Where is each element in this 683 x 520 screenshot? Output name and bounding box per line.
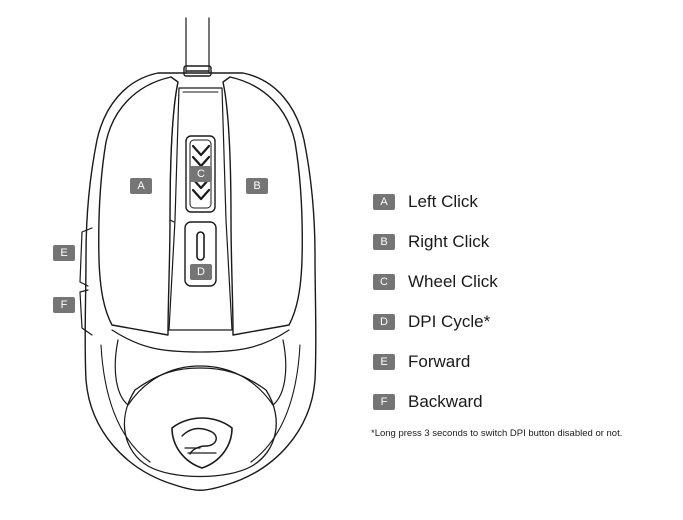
legend-item-left-click: A Left Click bbox=[373, 191, 478, 213]
mouse-cable bbox=[183, 17, 212, 77]
legend-item-backward: F Backward bbox=[373, 391, 483, 413]
legend-badge: B bbox=[373, 234, 395, 250]
dpi-button bbox=[184, 221, 217, 287]
legend-label: Right Click bbox=[408, 232, 490, 251]
legend-badge: E bbox=[373, 354, 395, 370]
callout-tag-c: C bbox=[190, 166, 212, 182]
cougar-logo-icon bbox=[171, 417, 233, 469]
callout-tag-a: A bbox=[130, 178, 152, 194]
legend-item-wheel-click: C Wheel Click bbox=[373, 271, 498, 293]
side-button-forward bbox=[79, 227, 93, 287]
legend-label: DPI Cycle* bbox=[408, 312, 491, 331]
legend-badge: C bbox=[373, 274, 395, 290]
legend-item-right-click: B Right Click bbox=[373, 231, 489, 253]
legend-label: Left Click bbox=[408, 192, 478, 211]
legend-item-forward: E Forward bbox=[373, 351, 470, 373]
right-button-outline bbox=[222, 76, 303, 336]
mouse-outer-shell bbox=[84, 72, 317, 491]
left-button-outline bbox=[98, 76, 179, 336]
legend-badge: D bbox=[373, 314, 395, 330]
legend-label: Forward bbox=[408, 352, 471, 371]
legend-label: Wheel Click bbox=[408, 272, 498, 291]
legend-label: Backward bbox=[408, 392, 483, 411]
callout-tag-d: D bbox=[190, 264, 212, 280]
legend-item-dpi-cycle: D DPI Cycle* bbox=[373, 311, 490, 333]
legend-badge: F bbox=[373, 394, 395, 410]
legend-badge: A bbox=[373, 194, 395, 210]
callout-tag-e: E bbox=[53, 245, 75, 261]
callout-tag-b: B bbox=[246, 178, 268, 194]
side-button-backward bbox=[79, 289, 93, 336]
callout-tag-f: F bbox=[53, 297, 75, 313]
dpi-footnote: *Long press 3 seconds to switch DPI butt… bbox=[371, 428, 623, 439]
